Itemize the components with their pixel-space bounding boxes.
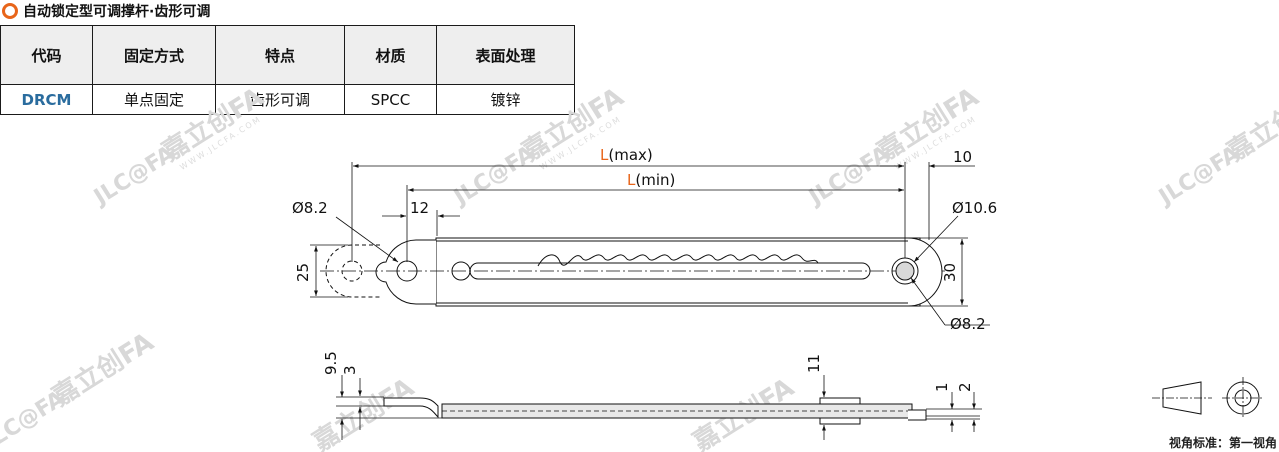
page-title: 自动锁定型可调撑杆·齿形可调	[23, 4, 211, 20]
side-view	[383, 397, 980, 425]
label-right-outer-diameter: Ø10.6	[952, 199, 997, 217]
top-view	[320, 237, 945, 307]
bar-body	[435, 237, 921, 307]
right-end-cap	[907, 237, 943, 307]
label-3: 3	[341, 365, 359, 375]
label-2: 2	[956, 382, 974, 392]
phantom-bracket	[325, 244, 380, 298]
header-feature: 特点	[215, 25, 345, 85]
right-pivot-inner	[895, 261, 915, 281]
label-11: 11	[805, 354, 823, 373]
cell-surface: 镀锌	[436, 84, 575, 115]
cell-feature: 齿形可调	[215, 84, 345, 115]
left-end-bracket	[375, 239, 436, 305]
side-view-labels: 9.5 3 11 1 2	[322, 351, 974, 392]
cell-code: DRCM	[0, 84, 93, 115]
header-code: 代码	[0, 25, 93, 85]
side-right-tab	[908, 409, 927, 421]
leader-line	[913, 215, 959, 263]
top-view-dimensions	[310, 162, 990, 326]
side-left-tab	[383, 397, 439, 419]
title-ring-icon	[2, 3, 18, 19]
table-row: DRCM 单点固定 齿形可调 SPCC 镀锌	[0, 84, 575, 115]
projection-cone	[1162, 381, 1202, 415]
header-fixing: 固定方式	[92, 25, 216, 85]
leader-line	[910, 277, 946, 326]
cell-fixing: 单点固定	[92, 84, 216, 115]
header-material: 材质	[344, 25, 437, 85]
watermark-brand: 嘉立创FA	[47, 326, 159, 412]
top-view-labels: L(max) L(min) 10 12 Ø8.2 Ø10.6 Ø8.2 25 3…	[292, 146, 997, 333]
header-surface: 表面处理	[436, 25, 575, 85]
side-pivot-stud	[819, 417, 861, 425]
spec-table: 代码 固定方式 特点 材质 表面处理 DRCM 单点固定 齿形可调 SPCC 镀…	[0, 25, 575, 115]
label-12: 12	[410, 199, 429, 217]
guide-slot	[469, 262, 871, 280]
label-1: 1	[933, 382, 951, 392]
label-l-min: L(min)	[627, 171, 675, 189]
tooth-profile	[537, 254, 819, 267]
label-l-max: L(max)	[600, 146, 653, 164]
label-9-5: 9.5	[322, 351, 340, 375]
watermark-brand: 嘉立创FA	[307, 372, 419, 452]
title-bar: 自动锁定型可调撑杆·齿形可调	[2, 0, 210, 22]
label-right-inner-diameter: Ø8.2	[950, 315, 986, 333]
label-10: 10	[953, 148, 972, 166]
label-25: 25	[294, 263, 312, 282]
side-view-dimensions	[336, 375, 982, 440]
label-left-diameter: Ø8.2	[292, 199, 328, 217]
label-30: 30	[941, 263, 959, 282]
side-pivot-stud	[819, 397, 861, 405]
watermark-brand: 嘉立创FA	[1222, 81, 1279, 167]
first-angle-projection-icon	[1152, 377, 1264, 419]
projection-standard-label: 视角标准：第一视角	[1168, 436, 1277, 450]
cell-material: SPCC	[344, 84, 437, 115]
leader-line	[335, 216, 399, 263]
table-header-row: 代码 固定方式 特点 材质 表面处理	[0, 25, 575, 85]
